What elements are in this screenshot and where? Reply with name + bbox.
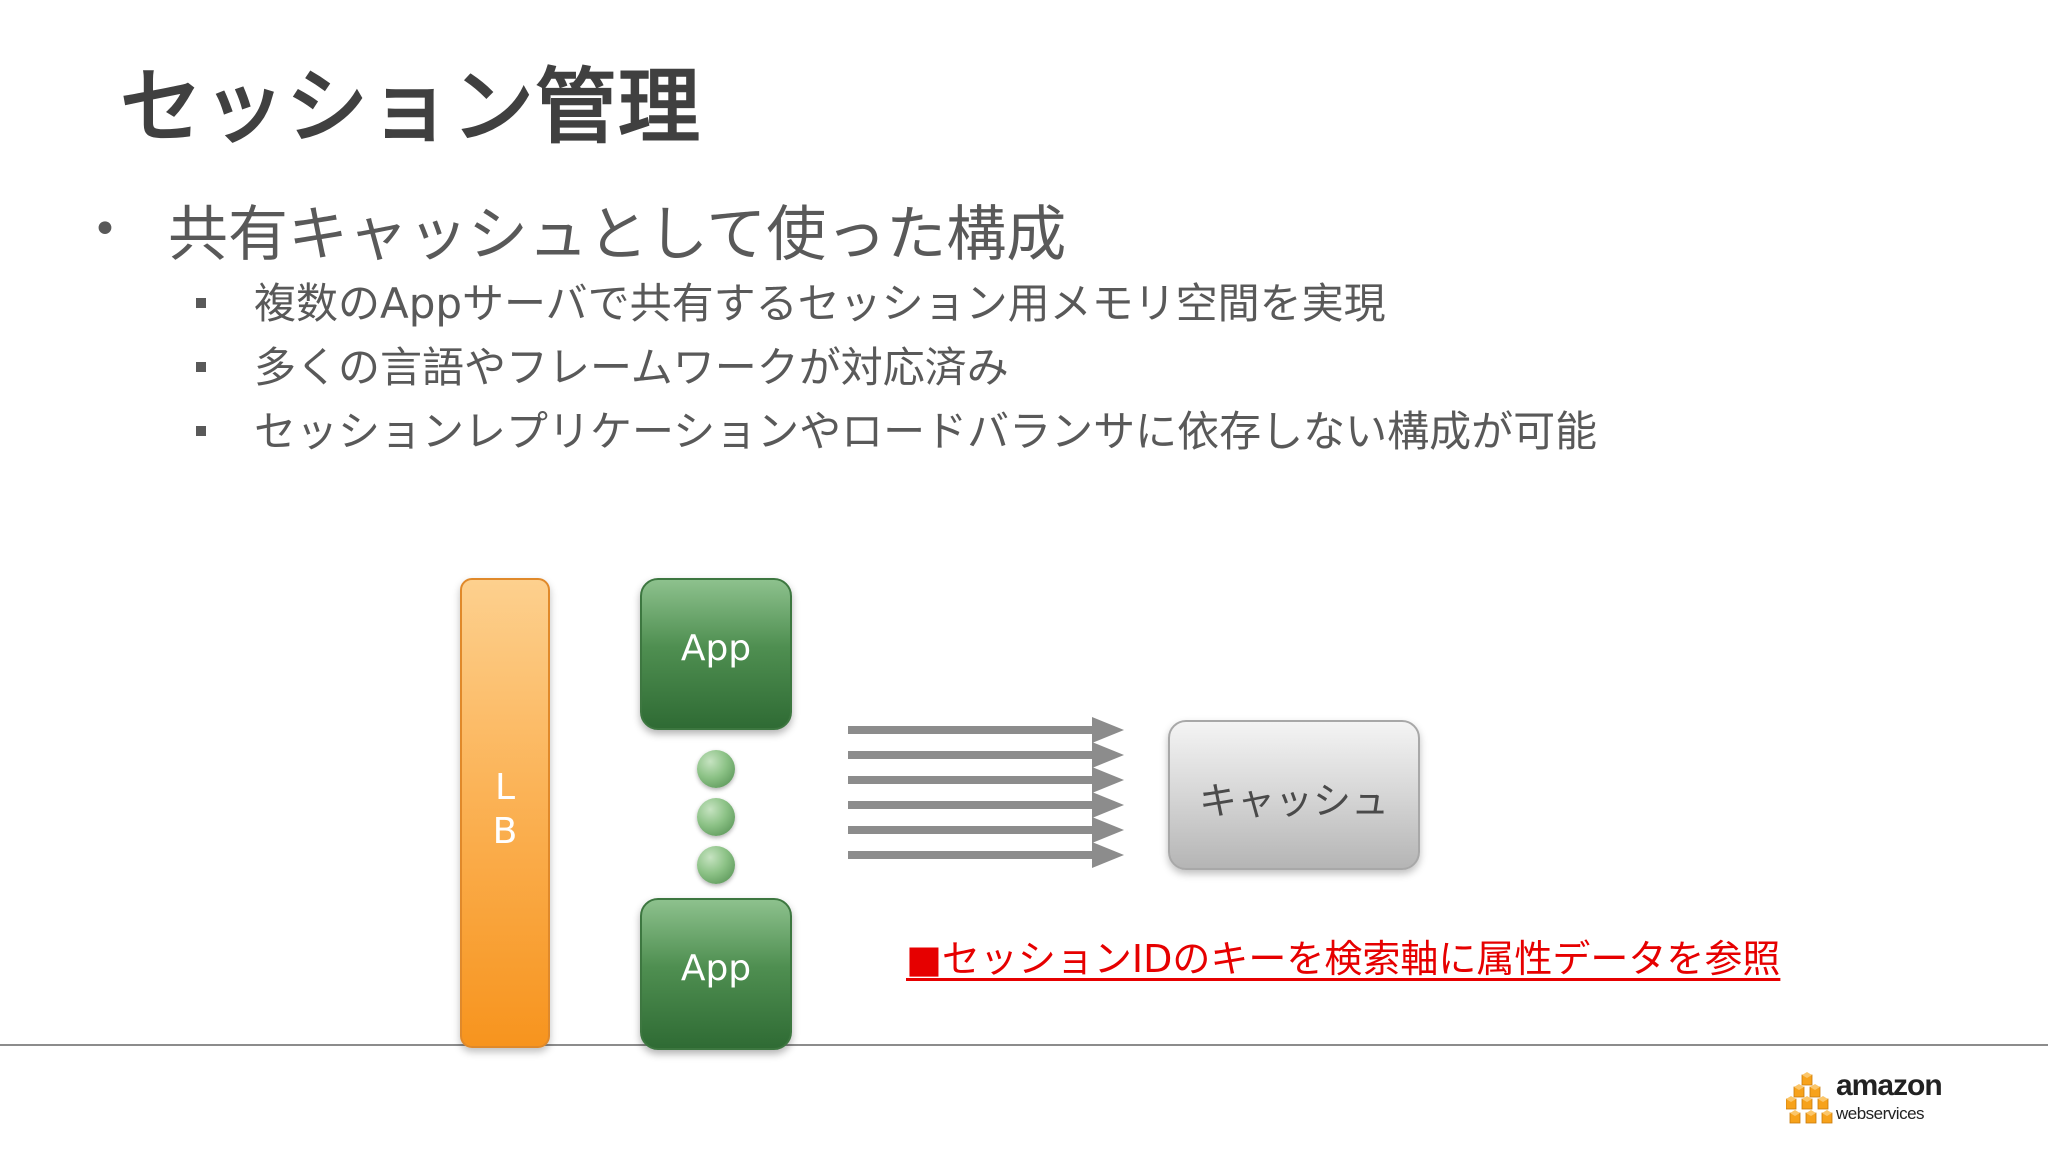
sub-bullet-text: 多くの言語やフレームワークが対応済み — [254, 343, 1009, 392]
arrows-to-cache — [848, 717, 1124, 868]
sub-bullet-list: 複数のAppサーバで共有するセッション用メモリ空間を実現 多くの言語やフレームワ… — [196, 272, 1597, 464]
arrow — [848, 792, 1124, 818]
load-balancer-box: L B — [460, 578, 550, 1048]
main-bullet: • 共有キャッシュとして使った構成 — [92, 186, 1066, 273]
arrow — [848, 842, 1124, 868]
logo-wordmark: amazon — [1836, 1069, 1943, 1102]
aws-logo: amazon webservices — [1786, 1070, 1956, 1132]
ellipsis-dot — [697, 846, 735, 884]
ellipsis-dot — [697, 798, 735, 836]
app-server-label: App — [680, 628, 752, 669]
ellipsis-dot — [697, 750, 735, 788]
floor-line — [0, 1044, 2048, 1046]
app-server-box-top: App — [640, 578, 792, 730]
app-server-box-bottom: App — [640, 898, 792, 1050]
arrow — [848, 717, 1124, 743]
aws-cubes-icon — [1786, 1072, 1833, 1124]
bullet-dot-icon: • — [92, 204, 118, 255]
logo-subtext: webservices — [1836, 1104, 1925, 1123]
square-bullet-icon — [196, 297, 206, 308]
cache-lookup-note: ■セッションIDのキーを検索軸に属性データを参照 — [906, 937, 1781, 981]
square-bullet-icon — [196, 361, 206, 372]
arrow — [848, 742, 1124, 768]
cache-box: キャッシュ — [1168, 720, 1420, 870]
sub-bullet-text: 複数のAppサーバで共有するセッション用メモリ空間を実現 — [254, 279, 1386, 328]
arrow — [848, 767, 1124, 793]
load-balancer-label: L B — [492, 767, 518, 852]
main-bullet-text: 共有キャッシュとして使った構成 — [168, 200, 1067, 270]
page-title: セッション管理 — [120, 60, 702, 155]
sub-bullet-item: 多くの言語やフレームワークが対応済み — [196, 336, 1597, 400]
cache-label: キャッシュ — [1198, 779, 1389, 823]
square-bullet-icon — [196, 425, 206, 436]
sub-bullet-item: 複数のAppサーバで共有するセッション用メモリ空間を実現 — [196, 272, 1597, 336]
arrow — [848, 817, 1124, 843]
sub-bullet-item: セッションレプリケーションやロードバランサに依存しない構成が可能 — [196, 400, 1597, 464]
app-server-label: App — [680, 948, 752, 989]
sub-bullet-text: セッションレプリケーションやロードバランサに依存しない構成が可能 — [254, 407, 1598, 456]
